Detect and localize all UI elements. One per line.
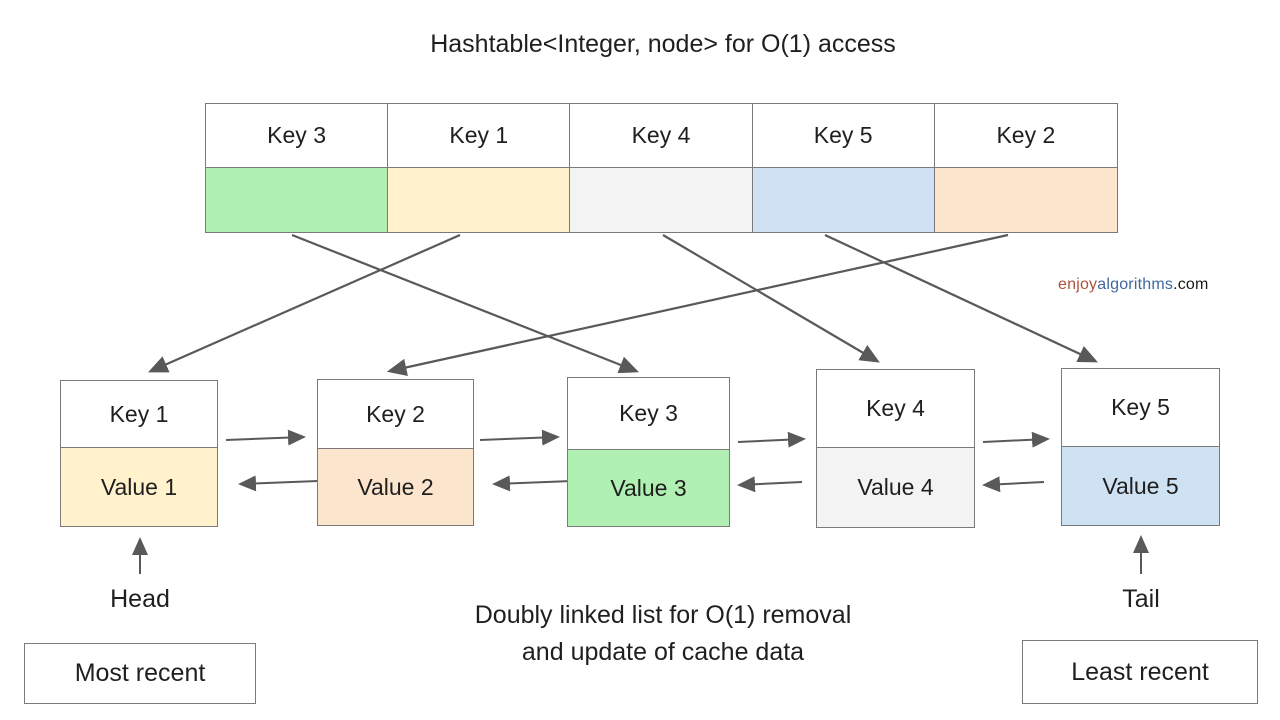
- head-label: Head: [110, 585, 170, 613]
- node-key-label: Key 5: [1062, 369, 1219, 447]
- hashtable-node-pointer-slot: [752, 168, 934, 232]
- hashtable-cell-key5: Key 5: [752, 104, 935, 232]
- hashtable-key-label: Key 1: [388, 104, 570, 168]
- list-node-1: Key 1 Value 1: [60, 380, 218, 527]
- node-value-label: Value 3: [568, 450, 729, 526]
- hashtable-key-label: Key 4: [570, 104, 752, 168]
- diagram-title: Hashtable<Integer, node> for O(1) access: [430, 30, 896, 58]
- hash-arrow-key4-to-node4: [662, 234, 880, 363]
- tail-label: Tail: [1122, 585, 1160, 613]
- prev-pointer-arrow-5-4: [982, 476, 1045, 493]
- most-recent-box: Most recent: [24, 643, 256, 704]
- hash-arrow-key5-to-node5: [824, 234, 1098, 363]
- list-caption-line2: and update of cache data: [521, 638, 805, 666]
- node-key-label: Key 1: [61, 381, 217, 448]
- list-caption-line1: Doubly linked list for O(1) removal: [474, 601, 852, 629]
- hashtable-cell-key1: Key 1: [388, 104, 571, 232]
- hashtable: Key 3 Key 1 Key 4 Key 5 Key 2: [205, 103, 1118, 233]
- next-pointer-arrow-3-4: [737, 431, 806, 448]
- list-node-3: Key 3 Value 3: [567, 377, 730, 527]
- hash-arrow-key2-to-node2: [386, 233, 1009, 377]
- node-value-label: Value 2: [318, 449, 473, 525]
- hashtable-node-pointer-slot: [206, 168, 388, 232]
- list-node-4: Key 4 Value 4: [816, 369, 975, 528]
- watermark-part3: .com: [1173, 276, 1209, 293]
- watermark-part2: algorithms: [1097, 276, 1174, 293]
- hashtable-cell-key3: Key 3: [206, 104, 389, 232]
- node-key-label: Key 3: [568, 378, 729, 450]
- hashtable-cell-key2: Key 2: [934, 104, 1117, 232]
- prev-pointer-arrow-2-1: [238, 475, 319, 492]
- next-pointer-arrow-2-3: [479, 429, 560, 446]
- next-pointer-arrow-1-2: [225, 429, 306, 446]
- hash-arrow-key1-to-node1: [147, 233, 461, 373]
- list-node-2: Key 2 Value 2: [317, 379, 474, 526]
- node-key-label: Key 4: [817, 370, 974, 448]
- hashtable-key-label: Key 3: [206, 104, 388, 168]
- node-value-label: Value 4: [817, 448, 974, 527]
- list-caption: Doubly linked list for O(1) removal and …: [363, 597, 963, 671]
- hashtable-key-label: Key 2: [934, 104, 1117, 168]
- hashtable-cell-key4: Key 4: [570, 104, 753, 232]
- node-key-label: Key 2: [318, 380, 473, 449]
- prev-pointer-arrow-4-3: [737, 476, 803, 493]
- least-recent-box: Least recent: [1022, 640, 1258, 704]
- next-pointer-arrow-4-5: [982, 431, 1050, 448]
- list-node-5: Key 5 Value 5: [1061, 368, 1220, 526]
- hash-arrow-key3-to-node3: [291, 233, 640, 374]
- node-value-label: Value 5: [1062, 447, 1219, 525]
- hashtable-node-pointer-slot: [934, 168, 1117, 232]
- hashtable-key-label: Key 5: [752, 104, 934, 168]
- watermark: enjoyalgorithms.com: [1058, 276, 1209, 294]
- hashtable-node-pointer-slot: [570, 168, 752, 232]
- hashtable-node-pointer-slot: [388, 168, 570, 232]
- node-value-label: Value 1: [61, 448, 217, 526]
- watermark-part1: enjoy: [1058, 276, 1098, 293]
- prev-pointer-arrow-3-2: [492, 475, 573, 492]
